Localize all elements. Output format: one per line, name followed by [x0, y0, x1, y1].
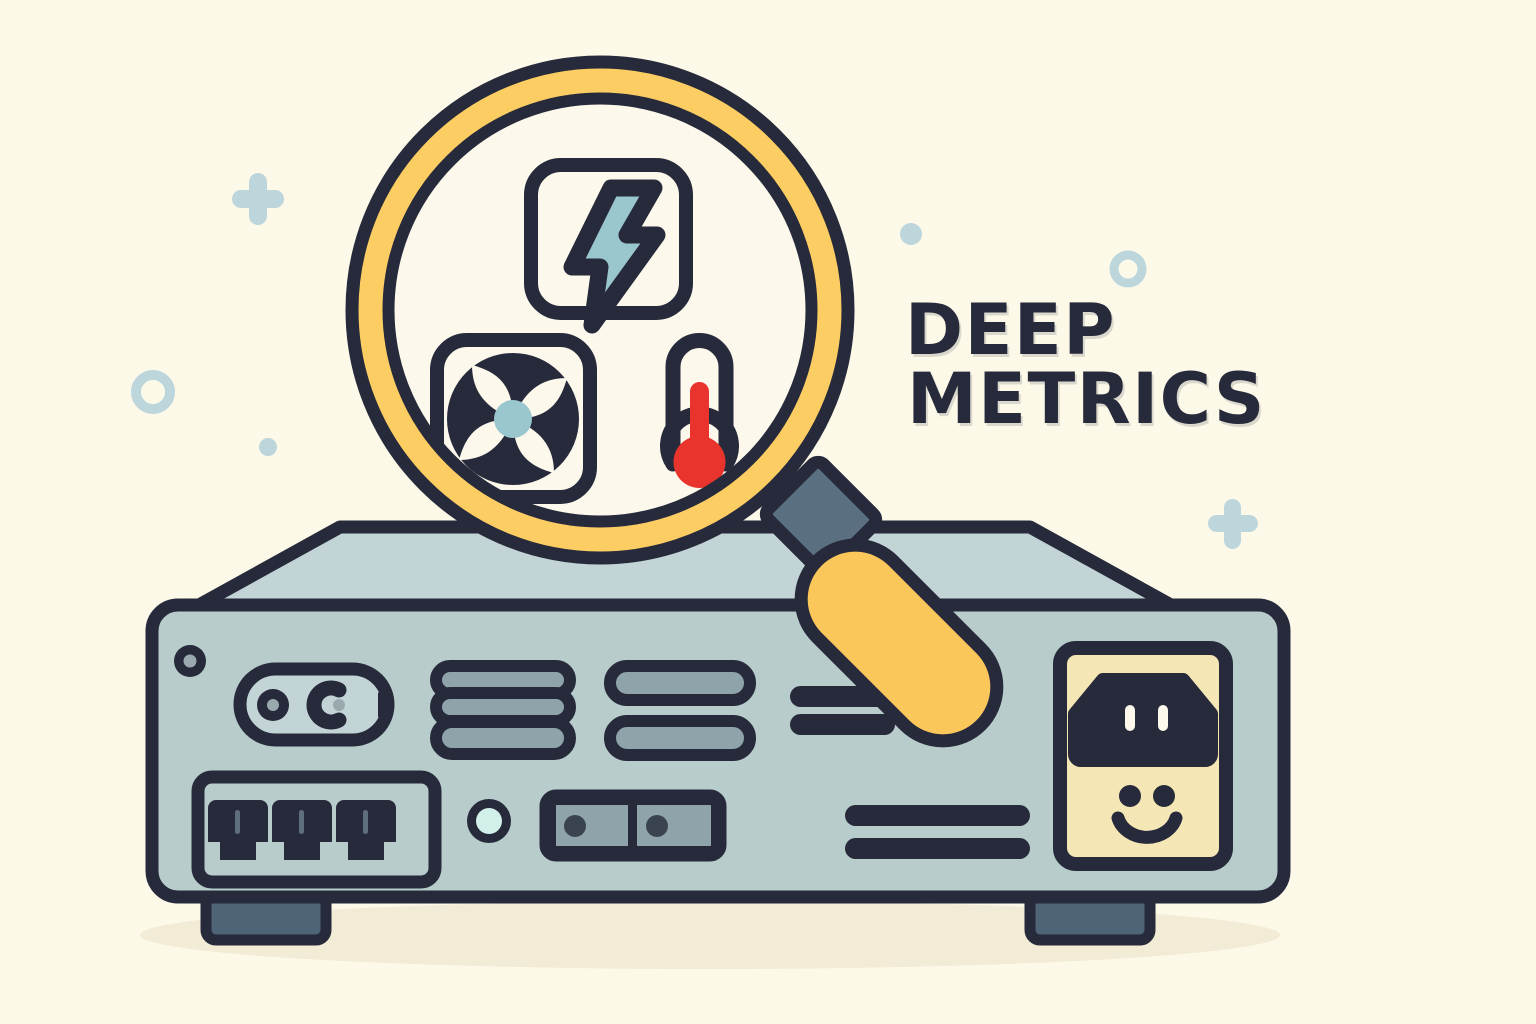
lens-ring	[357, 67, 843, 553]
iec-pin	[1158, 705, 1168, 731]
ground-shadow	[140, 901, 1280, 969]
ethernet-port	[272, 800, 332, 860]
lens-icon-group	[430, 158, 739, 504]
magnifier-lens	[345, 55, 855, 565]
status-led	[467, 799, 511, 843]
plus-sparkle	[232, 173, 284, 225]
thermometer-icon	[660, 333, 739, 488]
dot-sparkle	[259, 438, 277, 456]
fan-rotor	[447, 353, 579, 485]
handle-grip	[794, 538, 1004, 748]
dual-port-module	[539, 789, 727, 862]
thermometer-body	[660, 333, 739, 472]
module-port	[646, 815, 668, 837]
decor-sparkles	[131, 173, 1258, 549]
iec-socket	[1068, 673, 1218, 767]
ethernet-port	[336, 800, 396, 860]
lens-outer-rim	[345, 55, 855, 565]
ethernet-port	[208, 800, 268, 860]
iec-pin	[1125, 705, 1135, 731]
iec-power-inlet	[1053, 641, 1233, 871]
dot-sparkle	[900, 223, 922, 245]
smiley-mouth	[1111, 811, 1183, 844]
fan-icon	[430, 333, 597, 504]
screw-hole	[174, 645, 206, 677]
vent-group	[604, 660, 756, 761]
smiley-eye	[1153, 785, 1175, 807]
vent-slot	[430, 716, 576, 760]
panel-ridge	[845, 838, 1030, 859]
vent-group	[430, 660, 576, 760]
ring-sparkle	[131, 370, 175, 414]
panel-ridge	[845, 805, 1030, 826]
vent-slot	[604, 660, 756, 706]
panel-ridge-group	[845, 805, 1030, 859]
vent-slot	[604, 715, 756, 761]
smiley-eye	[1119, 785, 1141, 807]
fan-hub	[494, 400, 532, 438]
serial-port-clip	[306, 680, 347, 730]
module-port	[564, 815, 586, 837]
power-bolt-icon	[524, 158, 693, 334]
plus-sparkle	[1208, 499, 1258, 549]
lens-inner-rim	[381, 91, 819, 529]
bolt-shape	[563, 179, 666, 334]
thermometer-mercury	[690, 382, 709, 462]
ethernet-port-bank	[191, 770, 442, 889]
ring-sparkle	[1109, 250, 1147, 288]
magnifier-handle	[759, 455, 1004, 748]
panel-ridge	[790, 714, 895, 735]
smiley-face	[1111, 785, 1183, 844]
serial-port	[233, 662, 395, 747]
device-back-panel	[174, 641, 1233, 889]
